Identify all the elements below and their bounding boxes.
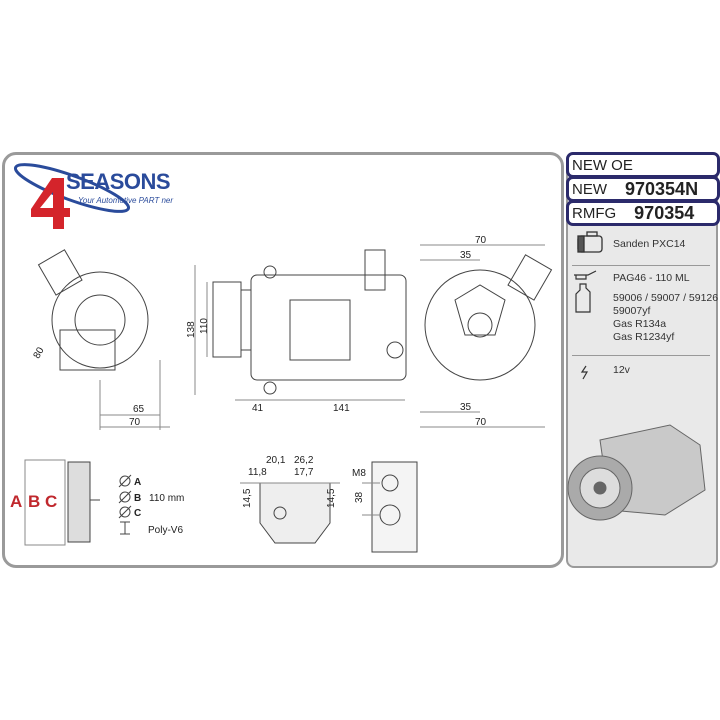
belt-type: Poly-V6	[148, 525, 183, 536]
dim-17-7: 17,7	[294, 467, 314, 478]
dim-38: 38	[354, 491, 365, 503]
dim-141: 141	[333, 403, 350, 414]
logo-digit-4	[31, 178, 70, 229]
new-oe-label: NEW OE	[572, 156, 633, 174]
compressor-model: Sanden PXC14	[613, 238, 686, 250]
diameter-b: B	[134, 493, 141, 504]
voltage: 12v	[613, 364, 630, 376]
rmfg-part-number: 970354	[634, 202, 695, 223]
diameter-c: C	[134, 508, 141, 519]
dim-26-2: 26,2	[294, 455, 314, 466]
new-oe-box: NEW OE	[566, 152, 720, 178]
rmfg-number-box: RMFG 970354	[566, 200, 720, 226]
mount-view	[362, 461, 418, 553]
front-view	[194, 249, 407, 401]
divider	[572, 265, 710, 266]
oil-can-icon	[574, 270, 597, 280]
oil-bottle-icon	[575, 283, 591, 313]
dim-70-rear-bottom: 70	[475, 417, 487, 428]
pulley-drawing	[24, 459, 100, 546]
dim-m8: M8	[352, 468, 366, 479]
rmfg-label: RMFG	[572, 204, 617, 222]
new-label: NEW	[572, 180, 607, 198]
oil-spec: PAG46 - 110 ML	[613, 272, 690, 284]
pulley-label-c: C	[45, 492, 57, 511]
logo-text: SEASONS	[66, 169, 171, 194]
pulley-label-b: B	[28, 492, 40, 511]
dim-35-rear-bottom: 35	[460, 402, 472, 413]
port-section	[240, 482, 340, 544]
dim-41: 41	[252, 403, 264, 414]
divider	[572, 355, 710, 356]
dim-14-5-right: 14,5	[326, 488, 337, 508]
gas-r134a: Gas R134a	[613, 318, 667, 330]
dim-110: 110	[199, 318, 210, 334]
diameter-icons	[118, 474, 132, 535]
dim-14-5-left: 14,5	[242, 488, 253, 508]
oil-ref-2: 59007yf	[613, 305, 651, 317]
dim-11-8: 11,8	[248, 467, 267, 478]
brand-logo	[13, 163, 131, 229]
dim-80: 80	[32, 345, 47, 361]
dim-65: 65	[133, 404, 145, 415]
diameter-a: A	[134, 477, 141, 488]
dim-70-rear-top: 70	[475, 235, 487, 246]
oil-ref-1: 59006 / 59007 / 59126	[613, 292, 719, 304]
dim-20-1: 20,1	[266, 455, 286, 466]
new-part-number: 970354N	[625, 178, 699, 199]
side-view-left	[37, 249, 170, 430]
dim-138: 138	[186, 321, 197, 338]
gas-r1234yf: Gas R1234yf	[613, 331, 675, 343]
dim-70-left: 70	[129, 417, 141, 428]
pulley-diameter: 110 mm	[149, 493, 184, 504]
dim-35-rear-top: 35	[460, 250, 472, 261]
logo-tagline: Your Automotive PART ner	[78, 196, 174, 205]
lightning-icon	[580, 365, 589, 380]
compressor-icon	[577, 231, 603, 253]
pulley-label-a: A	[10, 492, 22, 511]
rear-view	[420, 244, 553, 428]
